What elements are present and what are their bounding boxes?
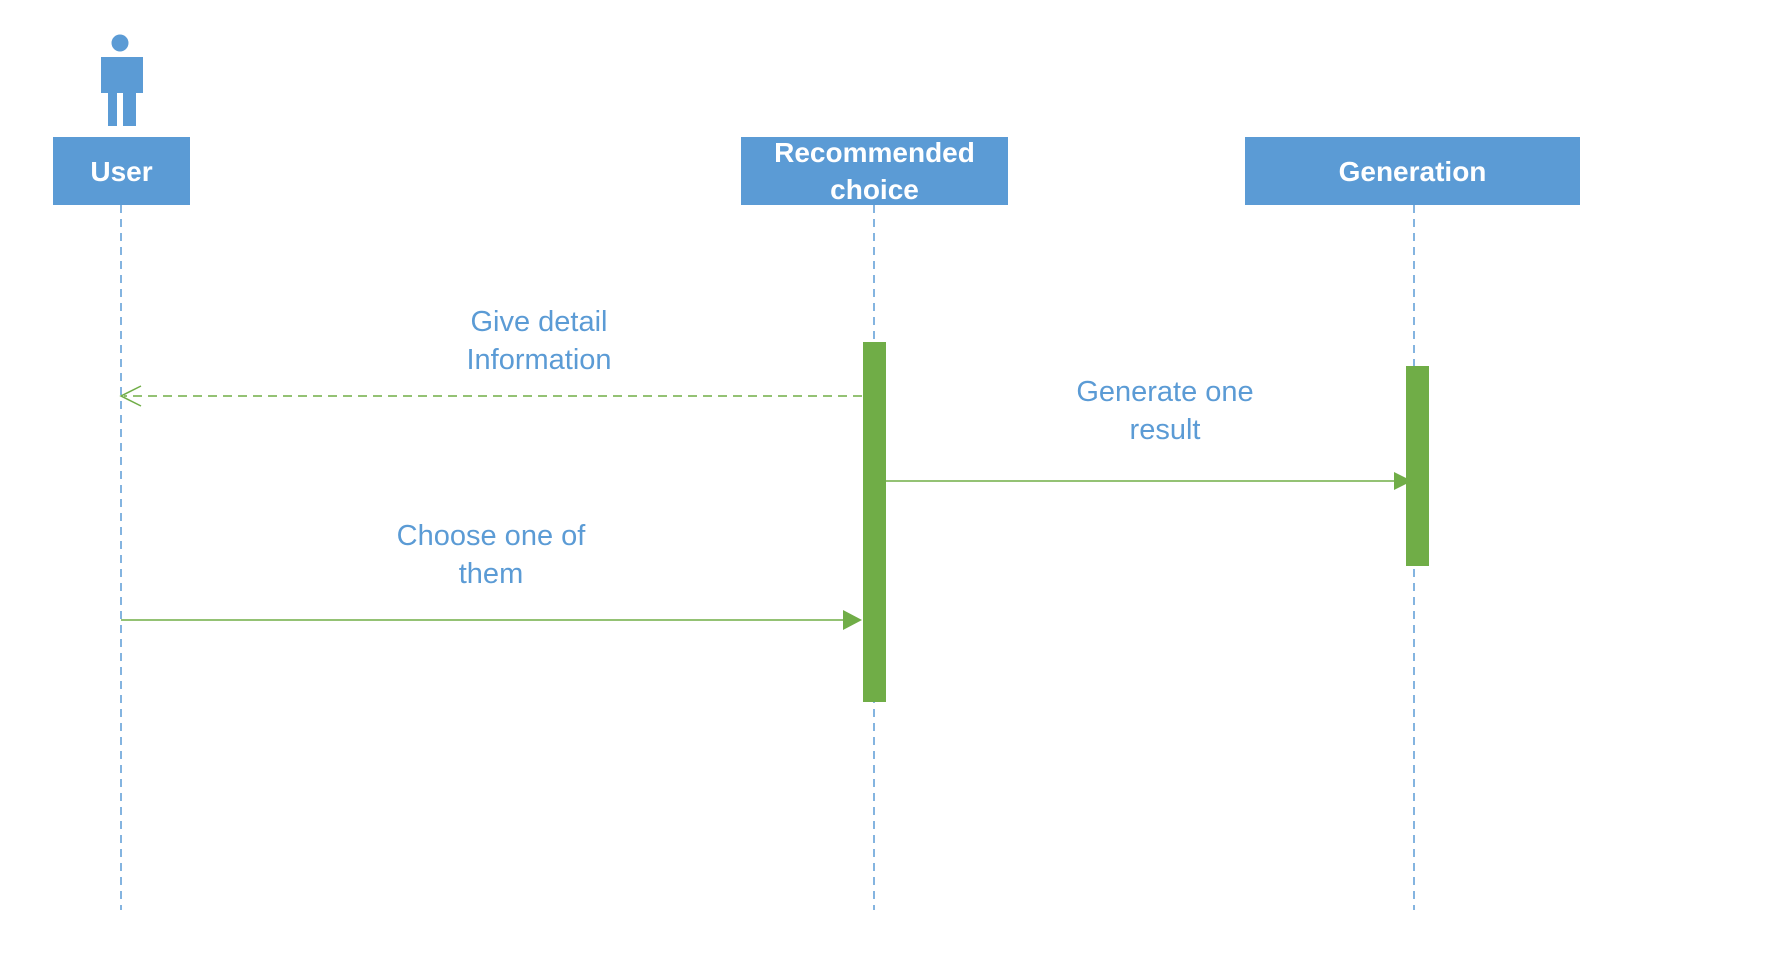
give-detail-label-line2: Information bbox=[466, 344, 612, 376]
generate-one-message-label: Generate one result bbox=[1040, 373, 1290, 449]
generation-lifeline-header: Generation bbox=[1245, 137, 1580, 205]
choose-one-label-line2: them bbox=[458, 558, 524, 590]
generate-one-label-line2: result bbox=[1129, 414, 1201, 446]
person-icon bbox=[101, 34, 143, 126]
user-lifeline-label: User bbox=[90, 155, 153, 187]
generate-one-message-arrow bbox=[886, 472, 1412, 490]
give-detail-message-arrow bbox=[119, 385, 862, 407]
choose-one-message-label: Choose one of them bbox=[366, 517, 616, 593]
user-lifeline-header: User bbox=[53, 137, 190, 205]
recommended-activation-bar bbox=[863, 342, 886, 702]
recommended-choice-lifeline-header: Recommended choice bbox=[741, 137, 1008, 205]
choose-one-label-line1: Choose one of bbox=[396, 520, 586, 552]
choose-one-message-arrow bbox=[121, 610, 862, 630]
generation-activation-bar bbox=[1406, 366, 1429, 566]
recommended-choice-label-line1: Recommended bbox=[774, 137, 975, 168]
recommended-choice-label-line2: choice bbox=[830, 174, 919, 205]
give-detail-label-line1: Give detail bbox=[470, 306, 608, 338]
give-detail-message-label: Give detail Information bbox=[439, 303, 639, 379]
generate-one-label-line1: Generate one bbox=[1076, 376, 1254, 408]
generation-lifeline-label: Generation bbox=[1338, 155, 1487, 187]
